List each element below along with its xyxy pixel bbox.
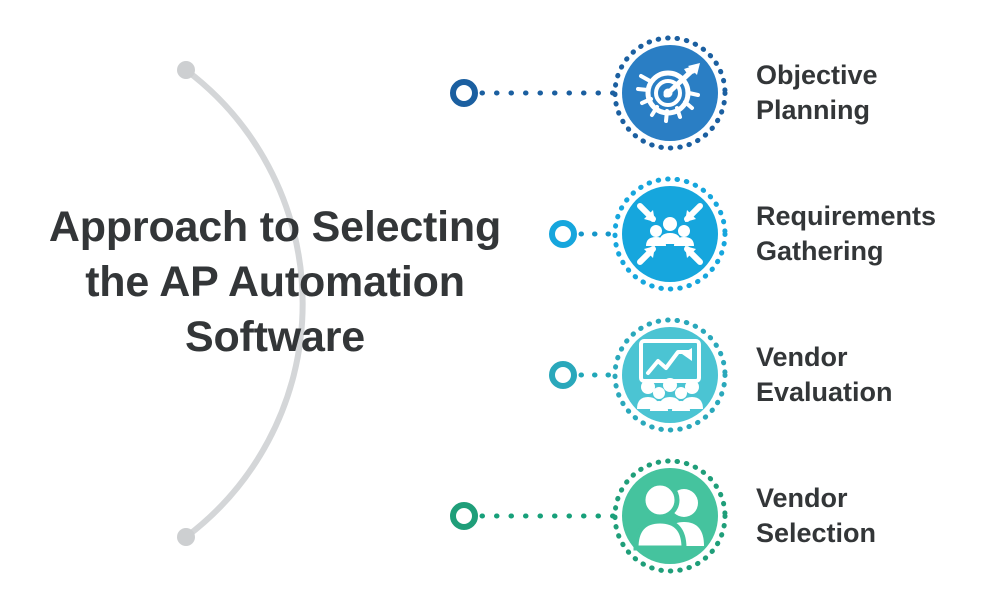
curved-arc-line: [183, 67, 306, 540]
step-item-vendor-selection[interactable]: Vendor Selection: [610, 446, 1000, 586]
step-label-3: Vendor Evaluation: [756, 341, 893, 407]
arc-endpoint-dot-top: [177, 61, 195, 79]
presentation-chart-audience-icon: [637, 339, 703, 411]
step-badge-4[interactable]: [610, 456, 730, 576]
arc-marker-1: [450, 79, 478, 107]
people-arrows-inward-icon: [637, 203, 703, 265]
connector-group: [450, 79, 621, 530]
step-item-requirements-gathering[interactable]: Requirements Gathering: [610, 164, 1000, 304]
page-title-line-2: the AP Automation: [85, 258, 465, 307]
arc-marker-4: [450, 502, 478, 530]
page-title-line-1: Approach to Selecting: [48, 203, 502, 251]
step-label-1: Objective Planning: [756, 59, 878, 125]
step-badge-2[interactable]: [610, 174, 730, 294]
two-people-icon: [633, 480, 704, 551]
page-title-line-3: Software: [185, 313, 365, 362]
arc-endpoint-dot-bottom: [177, 528, 195, 546]
target-arrow-icon: [636, 63, 700, 123]
page-title: Approach to Selecting the AP Automation …: [20, 200, 530, 365]
step-item-vendor-evaluation[interactable]: Vendor Evaluation: [610, 305, 1000, 445]
step-item-objective-planning[interactable]: Objective Planning: [610, 23, 1000, 163]
dotted-ring-2: [612, 176, 728, 292]
dotted-ring-4: [612, 458, 728, 574]
step-badge-1[interactable]: [610, 33, 730, 153]
step-label-4: Vendor Selection: [756, 482, 877, 548]
arc-marker-3: [549, 361, 577, 389]
arc-marker-2: [549, 220, 577, 248]
dotted-ring-1: [612, 35, 728, 151]
step-badge-3[interactable]: [610, 315, 730, 435]
dotted-ring-3: [612, 317, 728, 433]
step-label-2: Requirements Gathering: [756, 200, 937, 266]
